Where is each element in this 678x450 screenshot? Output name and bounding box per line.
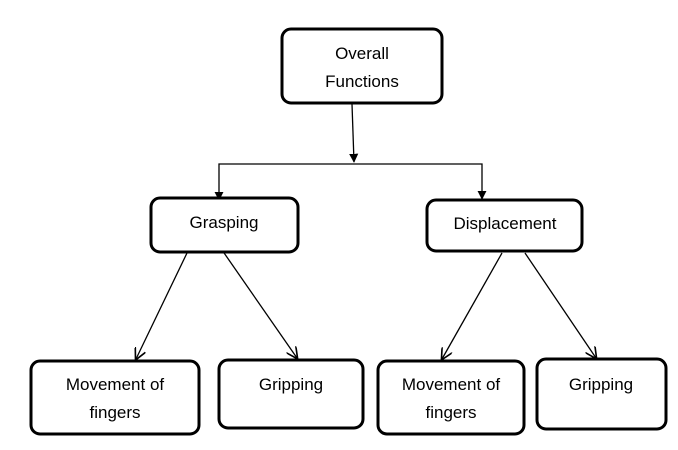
node-grasping-movement-line1: Movement of <box>66 375 165 394</box>
arrow-displacement-to-gripping <box>524 252 596 358</box>
node-displacement-movement-line2: fingers <box>425 403 476 422</box>
arrow-grasping-to-movement <box>136 252 188 359</box>
node-grasping-gripping-label: Gripping <box>259 375 323 394</box>
node-displacement-gripping: Gripping <box>535 357 668 431</box>
node-grasping-gripping: Gripping <box>217 358 365 430</box>
split-bar-left <box>214 163 354 201</box>
node-grasping-movement-line2: fingers <box>89 403 140 422</box>
node-displacement-gripping-label: Gripping <box>569 375 633 394</box>
arrow-overall-to-split <box>349 103 359 163</box>
node-displacement: Displacement <box>425 198 584 253</box>
node-displacement-movement-of-fingers: Movement of fingers <box>376 359 526 436</box>
node-displacement-label: Displacement <box>454 214 557 233</box>
arrow-grasping-to-gripping <box>221 249 297 358</box>
node-grasping: Grasping <box>149 196 300 254</box>
node-overall-line2: Functions <box>325 72 399 91</box>
connectors <box>136 103 596 359</box>
node-overall-line1: Overall <box>335 44 389 63</box>
node-grasping-label: Grasping <box>190 213 259 232</box>
split-bar-right <box>354 163 487 200</box>
arrow-displacement-to-movement <box>442 252 503 359</box>
node-displacement-movement-line1: Movement of <box>402 375 501 394</box>
node-overall-functions: Overall Functions <box>280 27 444 105</box>
node-grasping-movement-of-fingers: Movement of fingers <box>29 359 201 436</box>
